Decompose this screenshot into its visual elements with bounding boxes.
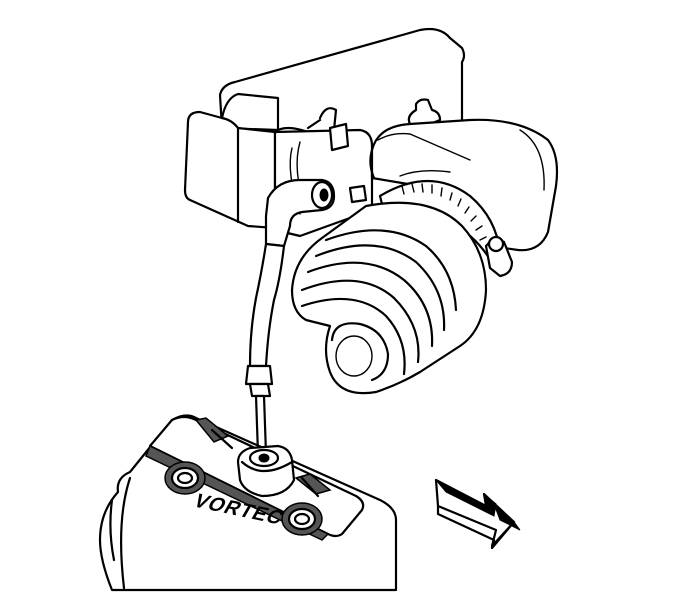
cover-bolt-right [281, 502, 323, 536]
front-direction-arrow [434, 478, 521, 550]
latch-knob [407, 98, 442, 140]
pcv-vent-tube [244, 178, 368, 456]
pcv-port-grommet [236, 444, 296, 498]
corrugated-intake-hose [290, 201, 488, 395]
air-intake-duct [369, 118, 559, 252]
cover-bolt-left [164, 461, 206, 495]
